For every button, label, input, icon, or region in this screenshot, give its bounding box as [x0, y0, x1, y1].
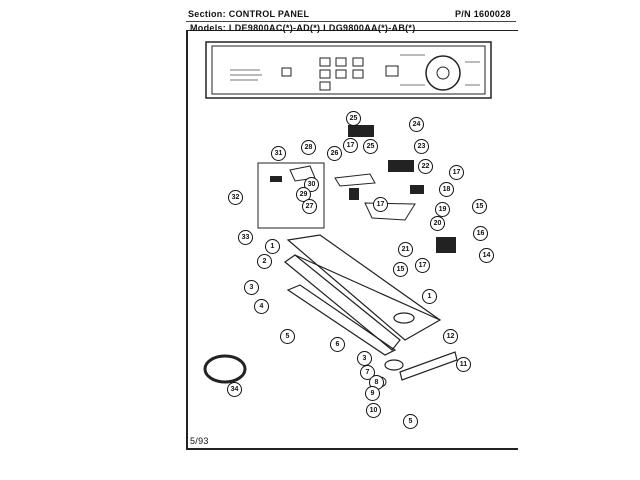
sub-assembly-box: [257, 162, 325, 229]
callout-11: 11: [456, 357, 471, 372]
callout-20: 20: [430, 216, 445, 231]
part-number: P/N 1600028: [455, 9, 511, 19]
callout-6: 6: [330, 337, 345, 352]
callout-14: 14: [479, 248, 494, 263]
callout-24: 24: [409, 117, 424, 132]
wire-harness-34: [203, 354, 247, 384]
callout-23: 23: [414, 139, 429, 154]
callout-28: 28: [301, 140, 316, 155]
models-line: Models: LDE9800AC(*)-AD(*) LDG9800AA(*)-…: [190, 23, 416, 33]
revision-date: 5/93: [190, 436, 209, 446]
callout-34: 34: [227, 382, 242, 397]
timer-14: [436, 237, 456, 253]
callout-10: 10: [366, 403, 381, 418]
callout-17: 17: [415, 258, 430, 273]
callout-1: 1: [422, 289, 437, 304]
callout-18: 18: [439, 182, 454, 197]
callout-19: 19: [435, 202, 450, 217]
callout-27: 27: [302, 199, 317, 214]
callout-3: 3: [244, 280, 259, 295]
callout-17: 17: [343, 138, 358, 153]
header-rule: [186, 21, 516, 22]
plate-19: [364, 202, 416, 221]
callout-26: 26: [327, 146, 342, 161]
board-26: [334, 173, 376, 187]
callout-31: 31: [271, 146, 286, 161]
callout-21: 21: [398, 242, 413, 257]
callout-9: 9: [365, 386, 380, 401]
callout-33: 33: [238, 230, 253, 245]
callout-5: 5: [280, 329, 295, 344]
callout-22: 22: [418, 159, 433, 174]
callout-2: 2: [257, 254, 272, 269]
callout-3: 3: [357, 351, 372, 366]
callout-17: 17: [373, 197, 388, 212]
callout-25: 25: [363, 139, 378, 154]
section-title: Section: CONTROL PANEL: [188, 9, 310, 19]
control-panel-illustration: [205, 41, 492, 99]
callout-16: 16: [473, 226, 488, 241]
callout-25: 25: [346, 111, 361, 126]
console-base: [284, 234, 458, 381]
callout-5: 5: [403, 414, 418, 429]
callout-1: 1: [265, 239, 280, 254]
callout-17: 17: [449, 165, 464, 180]
callout-15: 15: [472, 199, 487, 214]
callout-15: 15: [393, 262, 408, 277]
callout-32: 32: [228, 190, 243, 205]
switch-24: [348, 125, 374, 137]
diagram-frame: [186, 30, 518, 450]
callout-12: 12: [443, 329, 458, 344]
callout-4: 4: [254, 299, 269, 314]
switch-22: [388, 160, 414, 172]
switch-26: [349, 188, 359, 200]
